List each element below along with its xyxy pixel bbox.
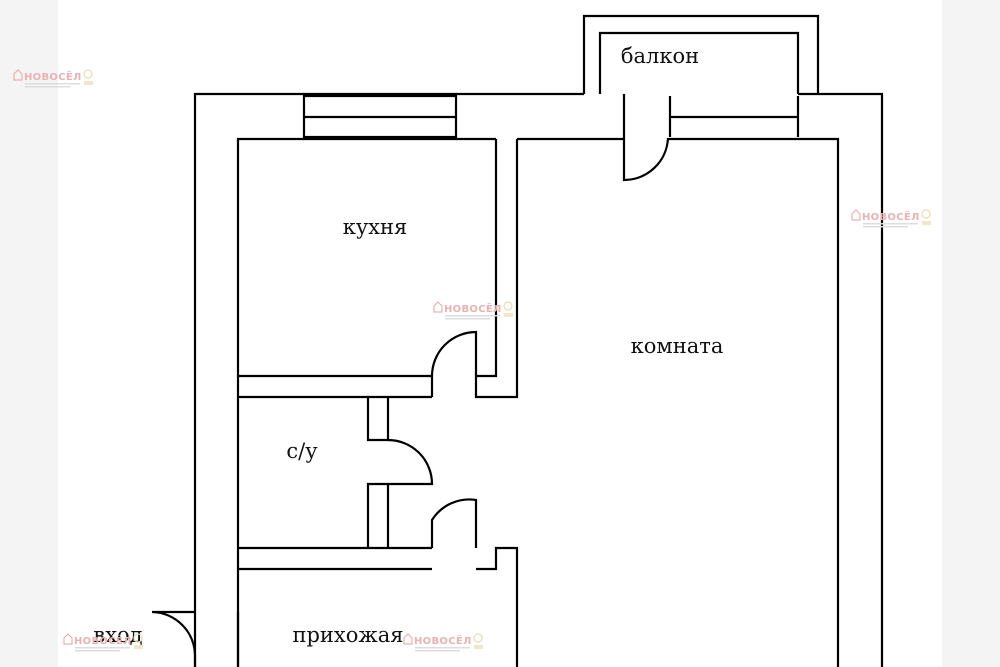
kitchen-label: кухня	[343, 215, 408, 239]
kitchen-room-partition	[474, 139, 519, 399]
balcony-door	[622, 94, 670, 182]
balcony-outline-outer	[582, 14, 820, 94]
award-badge-icon	[503, 301, 513, 311]
svg-text:НОВОСЁЛ: НОВОСЁЛ	[24, 69, 82, 83]
watermark: НОВОСЁЛ	[433, 301, 513, 320]
room-label: комната	[631, 334, 724, 358]
svg-text:НОВОСЁЛ: НОВОСЁЛ	[862, 209, 920, 223]
award-badge-icon	[133, 633, 143, 643]
hallway-label: прихожая	[292, 623, 403, 647]
right-margin	[942, 0, 1000, 667]
watermark: НОВОСЁЛ	[13, 69, 93, 88]
svg-text:НОВОСЁЛ: НОВОСЁЛ	[444, 301, 502, 315]
house-logo-icon	[13, 69, 23, 81]
hallway-partition	[238, 546, 432, 571]
outer-wall-outer-line	[193, 92, 884, 667]
svg-text:НОВОСЁЛ: НОВОСЁЛ	[414, 633, 472, 647]
award-badge-icon	[921, 209, 931, 219]
bathroom-partition	[366, 397, 390, 548]
balcony-outline-inner	[598, 31, 800, 94]
hallway-door	[430, 498, 519, 667]
bathroom-label: с/у	[286, 439, 318, 463]
kitchen-bathroom-partition	[238, 374, 432, 399]
house-logo-icon	[433, 301, 443, 313]
house-logo-icon	[851, 209, 861, 221]
entrance-door	[151, 610, 240, 667]
entrance-label: вход	[93, 623, 142, 647]
left-margin	[0, 0, 58, 667]
balcony-label: балкон	[621, 44, 699, 68]
watermark: НОВОСЁЛ	[63, 633, 143, 652]
house-logo-icon	[63, 633, 73, 645]
watermark: НОВОСЁЛ	[403, 633, 483, 652]
kitchen-door	[430, 330, 478, 397]
award-badge-icon	[83, 69, 93, 79]
bathroom-door	[387, 438, 434, 486]
svg-text:НОВОСЁЛ: НОВОСЁЛ	[74, 633, 132, 647]
watermark: НОВОСЁЛ	[851, 209, 931, 228]
house-logo-icon	[403, 633, 413, 645]
room-window	[668, 96, 800, 137]
outer-wall-inner-line	[236, 137, 840, 667]
award-badge-icon	[473, 633, 483, 643]
